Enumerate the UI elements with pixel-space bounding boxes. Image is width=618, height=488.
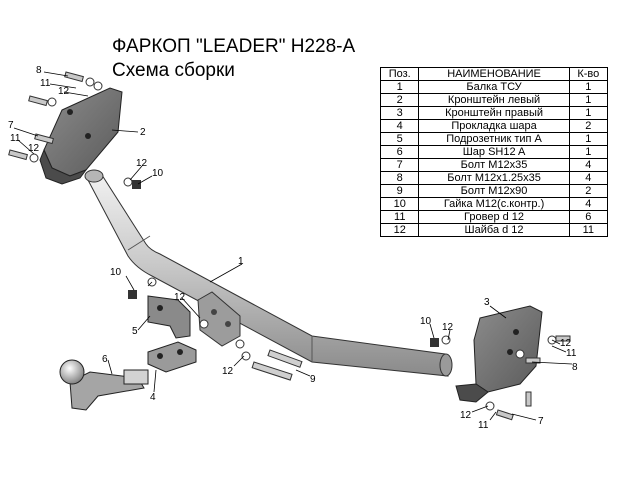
callout-3: 3 [484, 297, 490, 308]
diagram-subtitle: Схема сборки [112, 60, 235, 81]
callout-labels: 8 11 12 7 11 12 2 12 10 1 10 12 5 6 4 12… [8, 65, 578, 431]
callout-5: 5 [132, 326, 138, 337]
cell-name: Болт M12x1.25x35 [418, 171, 570, 185]
cell-pos: 12 [379, 223, 420, 237]
callout-11: 11 [566, 348, 577, 359]
bracket-left-part-2 [39, 87, 123, 185]
cell-name: Кронштейн правый [418, 106, 570, 120]
callout-12: 12 [442, 322, 454, 333]
bracket-right-part-3 [455, 305, 543, 403]
ball-spacer-part-4 [147, 341, 197, 373]
leader-lines [13, 71, 573, 421]
callout-2: 2 [140, 127, 146, 138]
long-bolts-part-9 [251, 349, 303, 381]
callout-8: 8 [36, 65, 42, 76]
callout-10: 10 [110, 267, 122, 278]
callout-10: 10 [152, 168, 164, 179]
callout-12: 12 [28, 143, 40, 154]
callout-4: 4 [150, 392, 156, 403]
callout-12: 12 [174, 292, 186, 303]
cell-name: Гровер d 12 [418, 210, 570, 224]
callout-12: 12 [222, 366, 234, 377]
cell-qty: 11 [568, 223, 609, 237]
cell-name: Болт M12x35 [418, 158, 570, 172]
callout-12: 12 [58, 86, 70, 97]
beam-part-1 [84, 169, 453, 377]
callout-12: 12 [136, 158, 148, 169]
callout-7: 7 [538, 416, 544, 427]
callout-9: 9 [310, 374, 316, 385]
callout-12: 12 [460, 410, 472, 421]
callout-11: 11 [10, 133, 21, 144]
tow-ball-part-6 [59, 359, 149, 411]
callout-1: 1 [238, 256, 244, 267]
callout-8: 8 [572, 362, 578, 373]
callout-12: 12 [560, 338, 572, 349]
callout-11: 11 [478, 420, 489, 431]
fasteners [8, 71, 571, 421]
socket-plate-part-5 [147, 295, 191, 339]
callout-7: 7 [8, 120, 14, 131]
callout-11: 11 [40, 78, 51, 89]
diagram-title: ФАРКОП "LEADER" H228-A [112, 36, 356, 57]
callout-10: 10 [420, 316, 432, 327]
callout-6: 6 [102, 354, 108, 365]
